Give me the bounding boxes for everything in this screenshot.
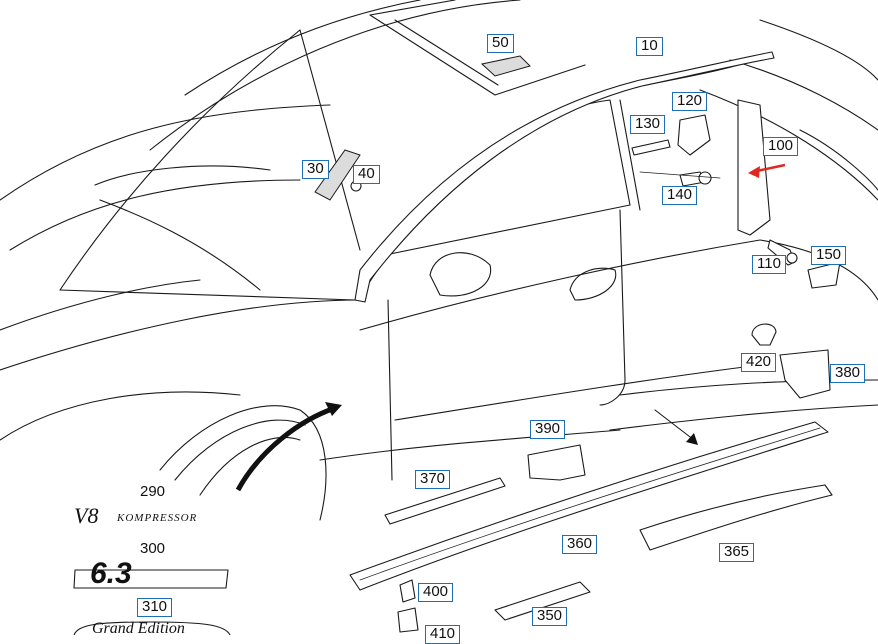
callout-390: 390 <box>530 420 566 439</box>
callout-150: 150 <box>811 246 847 265</box>
callout-310: 310 <box>137 598 173 617</box>
callout-360: 360 <box>562 535 598 554</box>
part-420-clip <box>751 323 777 346</box>
part-400-clip <box>399 579 416 603</box>
part-110-bolt-head <box>786 252 798 264</box>
callout-30: 30 <box>302 160 329 179</box>
badge-grand-edition: Grand Edition <box>92 620 185 637</box>
callout-400: 400 <box>418 583 454 602</box>
part-390-bracket <box>527 444 586 481</box>
callout-50: 50 <box>487 34 514 53</box>
part-310-badge <box>73 621 231 635</box>
callout-10: 10 <box>636 37 663 56</box>
leader-140 <box>639 171 721 179</box>
callout-380: 380 <box>830 364 866 383</box>
part-120-bracket <box>677 114 711 156</box>
black-arrow <box>654 409 695 441</box>
curved-arrow-head <box>325 402 342 416</box>
curved-arrow <box>235 405 336 492</box>
part-300-badge <box>73 569 229 589</box>
badge-kompressor: KOMPRESSOR <box>117 512 198 524</box>
part-370-strip <box>384 477 506 525</box>
black-arrow-head <box>686 433 698 445</box>
part-150-cover <box>807 261 841 289</box>
callout-130: 130 <box>630 115 666 134</box>
part-365-sill-trim <box>639 484 833 551</box>
part-410-clip <box>397 607 419 633</box>
part-100-pillar-trim <box>737 99 771 236</box>
red-arrow-head <box>748 166 760 178</box>
callout-110: 110 <box>752 255 786 274</box>
part-30-plate <box>314 149 361 201</box>
part-380-bracket <box>779 349 831 399</box>
part-360-side-sill <box>349 421 829 591</box>
callout-40: 40 <box>353 165 380 184</box>
label-290: 290 <box>140 483 166 500</box>
badge-v8: V8 <box>74 503 99 528</box>
callout-420: 420 <box>741 353 777 372</box>
roof-trim-strip <box>354 51 775 303</box>
label-300: 300 <box>140 540 166 557</box>
callout-350: 350 <box>532 607 568 626</box>
part-50-clip <box>480 55 531 77</box>
callout-140: 140 <box>662 186 698 205</box>
callout-120: 120 <box>672 92 708 111</box>
part-140-screw-head <box>698 171 712 185</box>
badge-amg-number: 6.3 <box>90 557 132 590</box>
callout-365: 365 <box>719 543 755 562</box>
callout-370: 370 <box>415 470 451 489</box>
part-350-bracket <box>494 581 591 621</box>
sill-detail-line <box>359 427 821 581</box>
callout-100: 100 <box>763 137 799 156</box>
part-130-spring <box>631 139 671 156</box>
